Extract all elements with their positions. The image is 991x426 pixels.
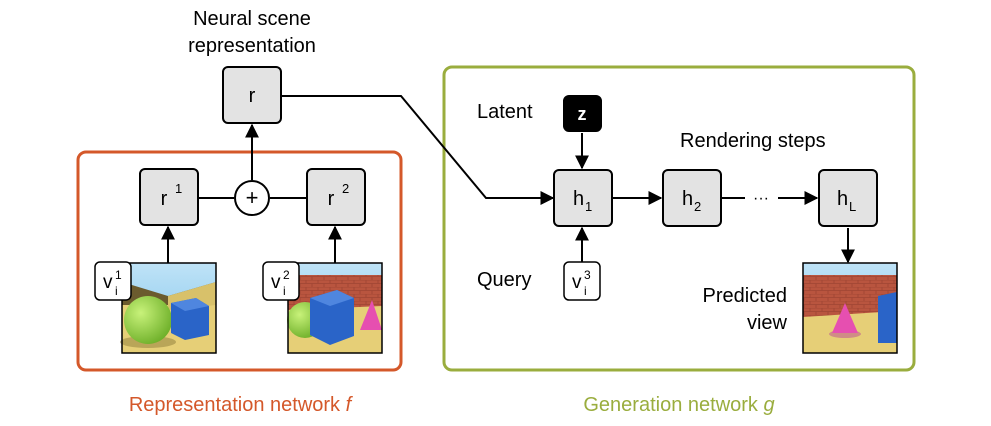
representation-network-symbol: f bbox=[346, 394, 354, 416]
representation-network-frame bbox=[76, 150, 403, 372]
v1-sub: i bbox=[115, 284, 118, 298]
rendering-steps-label: Rendering steps bbox=[680, 130, 826, 152]
hL-base: h bbox=[837, 188, 848, 210]
hL-node: h L bbox=[818, 169, 878, 227]
top-label-line1: Neural scene bbox=[193, 8, 311, 30]
v1-sup: 1 bbox=[115, 268, 122, 282]
predicted-view-image bbox=[802, 262, 898, 354]
v3-base: v bbox=[572, 272, 582, 293]
r2-node-label: r bbox=[328, 188, 335, 210]
v3-sub: i bbox=[584, 284, 587, 298]
r1-base: r bbox=[161, 188, 168, 210]
generation-network-symbol: g bbox=[763, 394, 774, 416]
predicted-label-line2: view bbox=[747, 312, 788, 334]
r1-node-sup: 1 bbox=[175, 181, 182, 196]
plus-node: + bbox=[234, 180, 270, 216]
ellipsis: ··· bbox=[753, 190, 769, 207]
observation-image-1 bbox=[120, 262, 217, 354]
r1-node: r 1 bbox=[139, 168, 199, 226]
generation-network-text: Generation network bbox=[583, 394, 763, 416]
latent-label: Latent bbox=[477, 101, 533, 123]
r2-node-sup: 2 bbox=[342, 181, 349, 196]
generation-network-caption: Generation network g bbox=[583, 394, 774, 416]
h1-node: h 1 bbox=[553, 169, 613, 227]
h2-sub: 2 bbox=[694, 199, 701, 214]
z-node-label: z bbox=[578, 104, 587, 124]
r2-base: r bbox=[328, 188, 335, 210]
v3-label-box: v 3 i bbox=[563, 261, 601, 301]
r-node-label: r bbox=[249, 85, 256, 107]
z-node: z bbox=[563, 95, 602, 132]
v1-label-box: v 1 i bbox=[94, 261, 132, 301]
h1-sub: 1 bbox=[585, 199, 592, 214]
h2-node: h 2 bbox=[662, 169, 722, 227]
predicted-label-line1: Predicted bbox=[703, 285, 788, 307]
query-label: Query bbox=[477, 269, 531, 291]
r2-node: r 2 bbox=[306, 168, 366, 226]
r1-node-label: r bbox=[161, 188, 168, 210]
r-to-h1-arrow bbox=[282, 95, 555, 205]
hL-sub: L bbox=[849, 199, 856, 214]
r-node: r bbox=[222, 66, 282, 124]
v2-label-box: v 2 i bbox=[262, 261, 300, 301]
plus-symbol: + bbox=[246, 185, 259, 210]
v1-base: v bbox=[103, 272, 113, 293]
v2-sub: i bbox=[283, 284, 286, 298]
generation-network-frame bbox=[442, 65, 916, 372]
top-label-line2: representation bbox=[188, 35, 316, 57]
v2-sup: 2 bbox=[283, 268, 290, 282]
h2-base: h bbox=[682, 188, 693, 210]
v3-sup: 3 bbox=[584, 268, 591, 282]
h1-base: h bbox=[573, 188, 584, 210]
representation-network-caption: Representation network f bbox=[129, 394, 354, 416]
observation-image-2 bbox=[287, 262, 383, 354]
representation-network-text: Representation network bbox=[129, 394, 346, 416]
v2-base: v bbox=[271, 272, 281, 293]
